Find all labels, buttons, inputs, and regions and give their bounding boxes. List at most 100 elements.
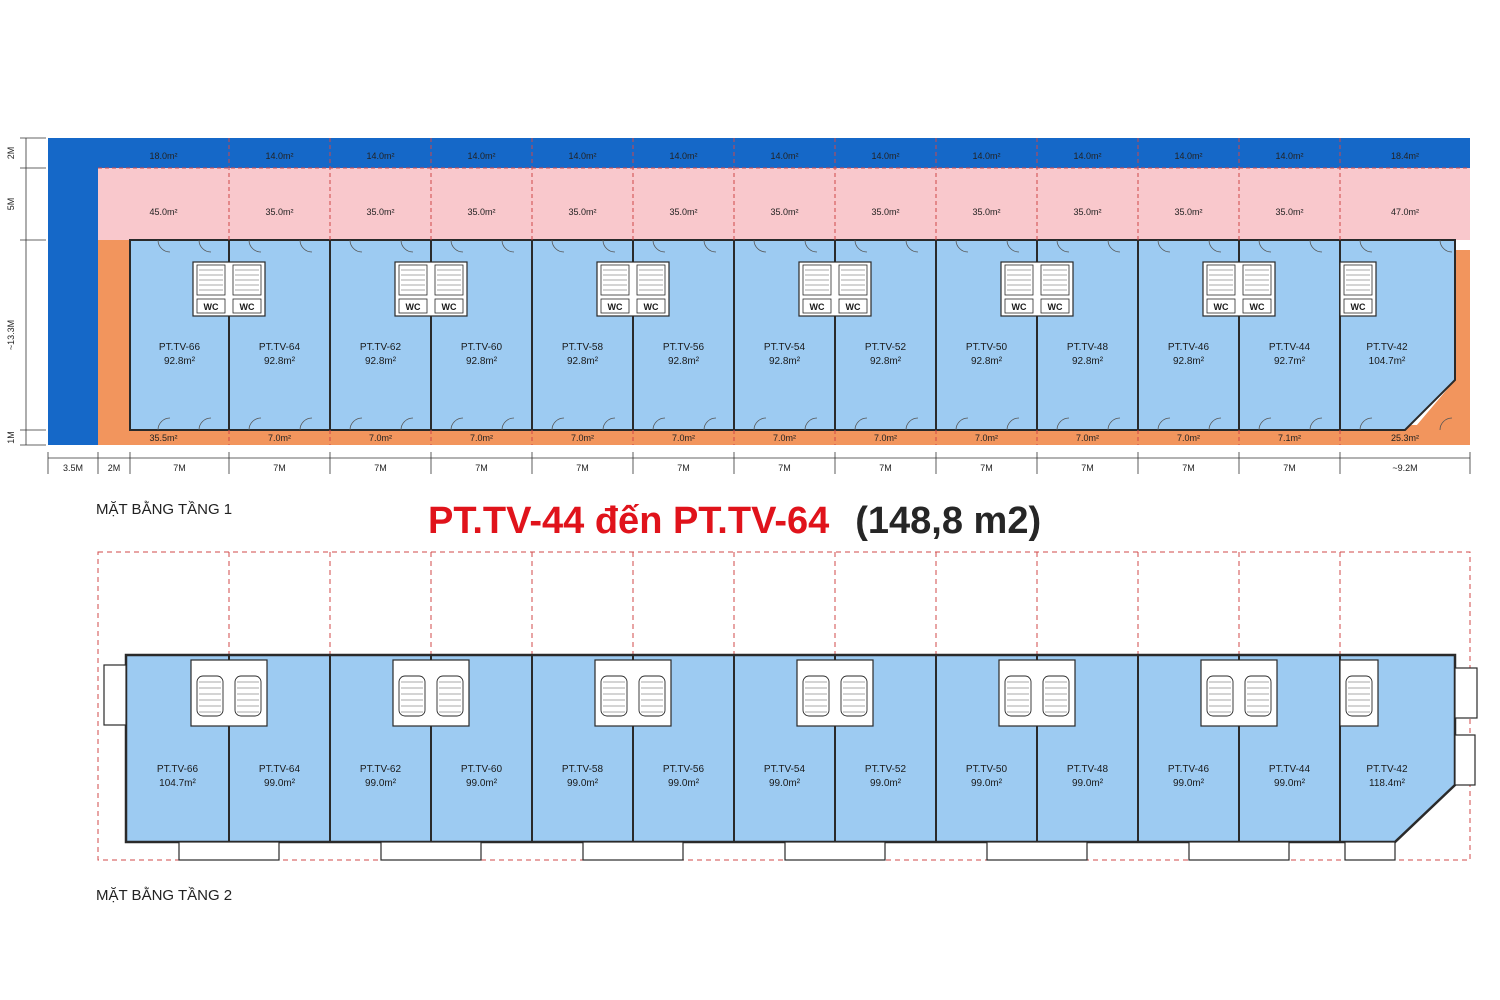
wc-icon [600, 298, 630, 314]
balcony [380, 841, 482, 861]
walkway-strip-area: 7.0m² [1076, 433, 1099, 443]
door-swing [198, 417, 212, 431]
road-strip [98, 138, 1470, 168]
unit-pt-tv-66-f2-name: PT.TV-66 [157, 764, 199, 775]
balcony [582, 841, 684, 861]
wc-label: WC [1012, 302, 1027, 312]
door-swing [551, 239, 565, 253]
door-swing [753, 417, 767, 431]
unit-pt-tv-52-f2-area: 99.0m² [870, 778, 902, 789]
horizontal-dimension-label: 7M [475, 463, 488, 473]
right-bay [1454, 734, 1476, 786]
road-strip-area: 14.0m² [568, 151, 596, 161]
wc-label: WC [810, 302, 825, 312]
door-swing [1309, 239, 1323, 253]
road-strip-area: 18.0m² [149, 151, 177, 161]
door-swing [1056, 417, 1070, 431]
unit-pt-tv-48-f1-name: PT.TV-48 [1067, 342, 1109, 353]
walkway-strip-area: 7.0m² [975, 433, 998, 443]
floor-1-plan: 18.0m²45.0m²35.5m²14.0m²35.0m²7.0m²14.0m… [6, 137, 1471, 474]
door-swing [299, 417, 313, 431]
stair-core [998, 659, 1076, 727]
wc-label: WC [608, 302, 623, 312]
unit-pt-tv-46-f2-name: PT.TV-46 [1168, 764, 1210, 775]
road-strip-area: 18.4m² [1391, 151, 1419, 161]
door-swing [1258, 239, 1272, 253]
door-swing [299, 239, 313, 253]
door-swing [905, 239, 919, 253]
wc-label: WC [1214, 302, 1229, 312]
unit-pt-tv-48-f2-area: 99.0m² [1072, 778, 1104, 789]
setback-strip-area: 35.0m² [568, 207, 596, 217]
door-swing [1309, 417, 1323, 431]
headline: PT.TV-44 đến PT.TV-64(148,8 m2) [428, 496, 1041, 546]
walkway-strip-area: 7.0m² [268, 433, 291, 443]
unit-pt-tv-54-f2-area: 99.0m² [769, 778, 801, 789]
unit-pt-tv-64-f1-name: PT.TV-64 [259, 342, 301, 353]
door-swing [1208, 239, 1222, 253]
road-strip-area: 14.0m² [871, 151, 899, 161]
door-swing [349, 239, 363, 253]
door-swing [1157, 417, 1171, 431]
door-swing [1439, 239, 1453, 253]
walkway-strip-area: 25.3m² [1391, 433, 1419, 443]
door-swing [804, 417, 818, 431]
road-strip-area: 14.0m² [770, 151, 798, 161]
unit-pt-tv-60-f1-name: PT.TV-60 [461, 342, 503, 353]
unit-pt-tv-52-f2-name: PT.TV-52 [865, 764, 907, 775]
door-swing [1157, 239, 1171, 253]
horizontal-dimension-label: 7M [778, 463, 791, 473]
setback-strip-area: 35.0m² [265, 207, 293, 217]
vertical-dimension-label: 2M [6, 147, 16, 160]
door-swing [1208, 417, 1222, 431]
door-swing [753, 239, 767, 253]
road-strip-area: 14.0m² [972, 151, 1000, 161]
door-swing [1107, 417, 1121, 431]
walkway-strip-area: 7.0m² [773, 433, 796, 443]
setback-strip-area: 35.0m² [1275, 207, 1303, 217]
vertical-dimension-label: ~13.3M [6, 320, 16, 350]
walkway-strip-area: 7.0m² [571, 433, 594, 443]
horizontal-dimension-label: 7M [576, 463, 589, 473]
door-swing [602, 417, 616, 431]
door-swing [1107, 239, 1121, 253]
unit-pt-tv-60-f2-name: PT.TV-60 [461, 764, 503, 775]
unit-pt-tv-62-f2-area: 99.0m² [365, 778, 397, 789]
walkway-strip-area: 7.0m² [470, 433, 493, 443]
unit-pt-tv-64-f2-name: PT.TV-64 [259, 764, 301, 775]
door-swing [854, 239, 868, 253]
unit-pt-tv-66-f1-name: PT.TV-66 [159, 342, 201, 353]
balcony [784, 841, 886, 861]
walkway-strip-area: 7.0m² [1177, 433, 1200, 443]
wc-label: WC [846, 302, 861, 312]
door-swing [349, 417, 363, 431]
stair-core [392, 659, 470, 727]
horizontal-dimension-label: 7M [173, 463, 186, 473]
road-strip-area: 14.0m² [265, 151, 293, 161]
balcony [986, 841, 1088, 861]
setback-strip-area: 35.0m² [366, 207, 394, 217]
unit-pt-tv-56-f1-name: PT.TV-56 [663, 342, 705, 353]
wc-icon [1343, 298, 1373, 314]
door-swing [1258, 417, 1272, 431]
unit-pt-tv-62-f1-name: PT.TV-62 [360, 342, 402, 353]
unit-pt-tv-58-f1-area: 92.8m² [567, 356, 599, 367]
setback-strip-area: 35.0m² [1174, 207, 1202, 217]
walkway-strip-area: 7.0m² [874, 433, 897, 443]
unit-pt-tv-56-f2-area: 99.0m² [668, 778, 700, 789]
wc-icon [636, 298, 666, 314]
unit-pt-tv-50-f2-area: 99.0m² [971, 778, 1003, 789]
stair-core [1339, 659, 1379, 727]
wc-icon [232, 298, 262, 314]
horizontal-dimension-label: 7M [1081, 463, 1094, 473]
unit-pt-tv-42-f2-name: PT.TV-42 [1366, 764, 1408, 775]
stair-core [594, 659, 672, 727]
horizontal-dimension-label: 7M [374, 463, 387, 473]
unit-pt-tv-54-f2-name: PT.TV-54 [764, 764, 806, 775]
unit-pt-tv-42-f2-area: 118.4m² [1369, 778, 1406, 789]
door-swing [157, 239, 171, 253]
floor-1-caption: MẶT BẰNG TẦNG 1 [96, 500, 232, 518]
